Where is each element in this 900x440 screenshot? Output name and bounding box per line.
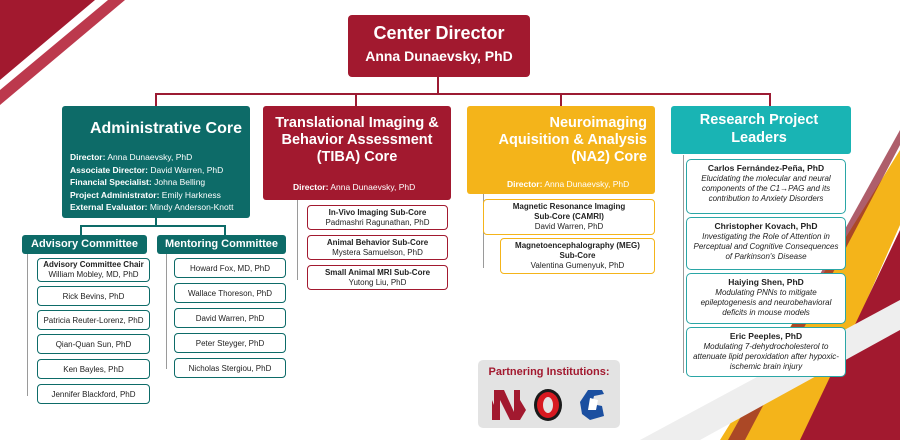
- admin-role-row: External Evaluator: Mindy Anderson-Knott: [70, 202, 234, 212]
- advisory-member: Patricia Reuter-Lorenz, PhD: [37, 310, 150, 330]
- advisory-member: Jennifer Blackford, PhD: [37, 384, 150, 404]
- research-title: Research Project Leaders: [699, 112, 819, 146]
- mentoring-member: Wallace Thoreson, PhD: [174, 283, 286, 303]
- research-leader-card: Haiying Shen, PhD Modulating PNNs to mit…: [686, 273, 846, 324]
- advisory-member: Rick Bevins, PhD: [37, 286, 150, 306]
- na2-core-box: Neuroimaging Aquisition & Analysis (NA2)…: [467, 106, 655, 194]
- tiba-director: Director: Anna Dunaevsky, PhD: [293, 182, 416, 192]
- mentoring-committee-header: Mentoring Committee: [157, 235, 286, 254]
- tiba-subcore: In-Vivo Imaging Sub-Core Padmashri Ragun…: [307, 205, 448, 230]
- na2-subcore: Magnetoencephalography (MEG) Sub-Core Va…: [500, 238, 655, 274]
- advisory-chair: Advisory Committee Chair William Mobley,…: [37, 258, 150, 282]
- unmc-logo-icon: [492, 390, 526, 420]
- admin-role-row: Financial Specialist: Johna Belling: [70, 177, 206, 187]
- tiba-core-title: Translational Imaging & Behavior Assessm…: [275, 115, 439, 165]
- mentoring-member: Nicholas Stergiou, PhD: [174, 358, 286, 378]
- admin-role-row: Associate Director: David Warren, PhD: [70, 164, 224, 175]
- partner-logos: [492, 389, 604, 421]
- research-leader-card: Christopher Kovach, PhD Investigating th…: [686, 217, 846, 270]
- admin-role-row: Project Administrator: Emily Harkness: [70, 189, 221, 200]
- na2-director: Director: Anna Dunaevsky, PhD: [507, 179, 630, 189]
- advisory-member: Qian-Quan Sun, PhD: [37, 334, 150, 354]
- admin-roles: Director: Anna Dunaevsky, PhD Associate …: [70, 151, 234, 214]
- mentoring-member: David Warren, PhD: [174, 308, 286, 328]
- na2-subcore: Magnetic Resonance Imaging Sub-Core (CAM…: [483, 199, 655, 235]
- mentoring-member: Howard Fox, MD, PhD: [174, 258, 286, 278]
- advisory-committee-header: Advisory Committee: [22, 235, 147, 254]
- research-leader-card: Eric Peeples, PhD Modulating 7-dehydroch…: [686, 327, 846, 377]
- center-director-box: Center Director Anna Dunaevsky, PhD: [348, 15, 530, 77]
- admin-role-row: Director: Anna Dunaevsky, PhD: [70, 152, 193, 162]
- advisory-member: Ken Bayles, PhD: [37, 359, 150, 379]
- creighton-logo-icon: [580, 390, 604, 420]
- tiba-subcore: Small Animal MRI Sub-Core Yutong Liu, Ph…: [307, 265, 448, 290]
- tiba-subcore: Animal Behavior Sub-Core Mystera Samuels…: [307, 235, 448, 260]
- director-title: Center Director: [373, 23, 505, 43]
- partners-title: Partnering Institutions:: [488, 366, 610, 378]
- research-leaders-box: Research Project Leaders: [671, 106, 851, 154]
- administrative-core-box: Administrative Core Director: Anna Dunae…: [62, 106, 250, 218]
- na2-core-title: Neuroimaging Aquisition & Analysis (NA2)…: [498, 115, 647, 165]
- admin-core-title: Administrative Core: [89, 120, 242, 137]
- partnering-institutions-panel: Partnering Institutions:: [478, 360, 620, 428]
- uno-logo-icon: [534, 389, 562, 421]
- director-name: Anna Dunaevsky, PhD: [365, 48, 513, 64]
- research-leader-card: Carlos Fernández-Peña, PhD Elucidating t…: [686, 159, 846, 214]
- mentoring-member: Peter Steyger, PhD: [174, 333, 286, 353]
- tiba-core-box: Translational Imaging & Behavior Assessm…: [263, 106, 451, 200]
